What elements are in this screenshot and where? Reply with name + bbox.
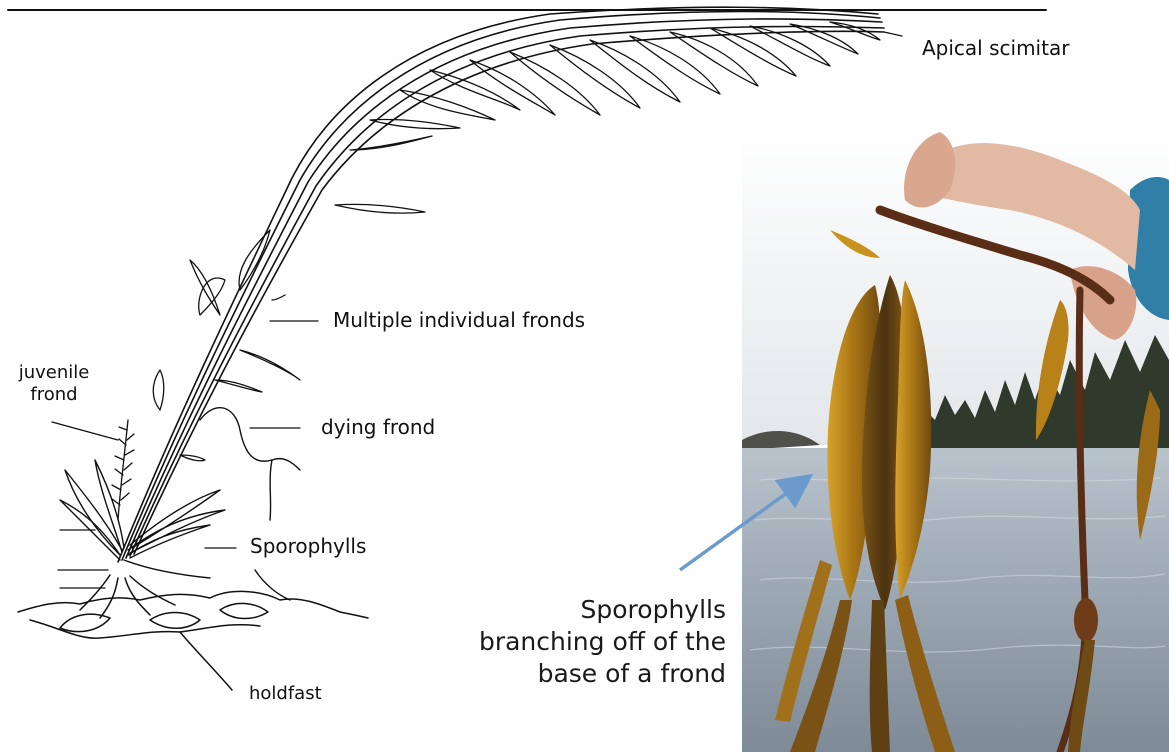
label-juvenile-frond-line2: frond bbox=[14, 384, 94, 406]
label-holdfast: holdfast bbox=[249, 683, 322, 705]
label-sporophylls: Sporophylls bbox=[250, 535, 366, 558]
photo-water bbox=[742, 448, 1169, 752]
photo-float-bulb bbox=[1074, 598, 1098, 642]
juvenile-frond bbox=[112, 420, 134, 520]
label-apical-scimitar: Apical scimitar bbox=[922, 37, 1069, 60]
kelp-photo bbox=[742, 125, 1169, 752]
label-juvenile-frond-line1: juvenile bbox=[14, 362, 94, 384]
holdfast-drawing bbox=[18, 575, 368, 690]
photo-caption-line3: base of a frond bbox=[430, 658, 726, 690]
label-juvenile-frond: juvenile frond bbox=[14, 362, 94, 406]
photo-caption-line2: branching off of the bbox=[430, 626, 726, 658]
label-dying-frond: dying frond bbox=[321, 416, 435, 439]
photo-caption: Sporophylls branching off of the base of… bbox=[430, 594, 726, 690]
label-multiple-individual-fronds: Multiple individual fronds bbox=[333, 309, 585, 332]
photo-caption-line1: Sporophylls bbox=[430, 594, 726, 626]
dying-frond bbox=[200, 408, 300, 520]
